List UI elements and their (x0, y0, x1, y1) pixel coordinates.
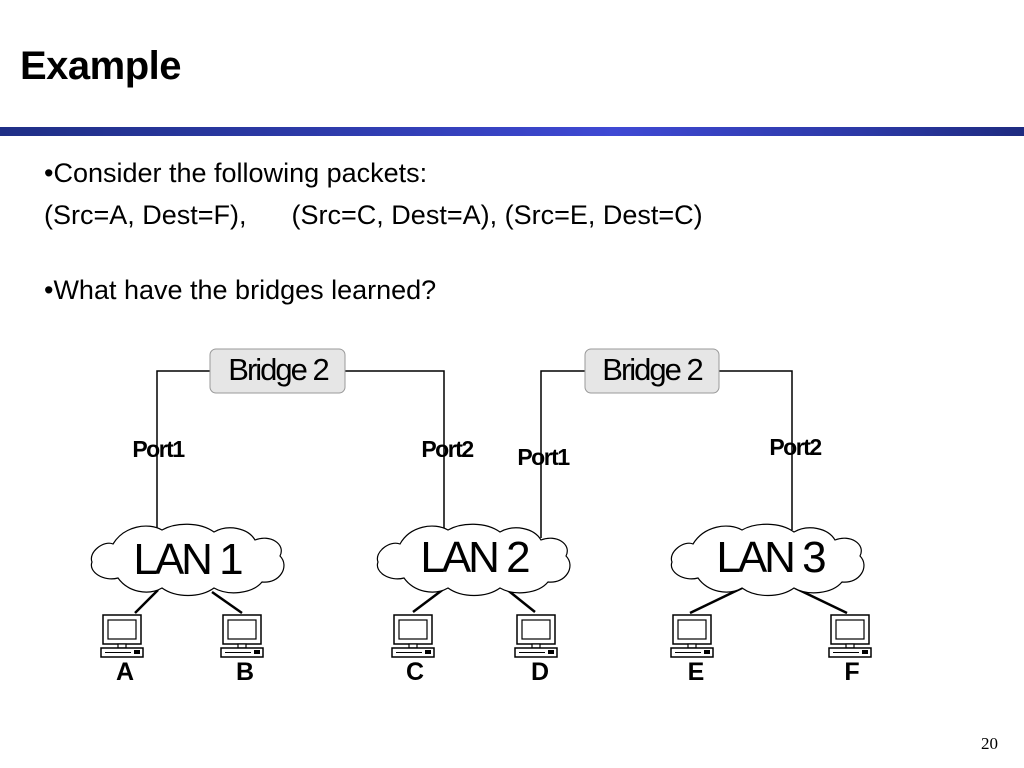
bridge-2: Bridge 2 (584, 348, 720, 394)
host-label-f: F (844, 658, 859, 686)
host-label-c: C (406, 658, 424, 686)
lan-3-cloud: LAN 3 (670, 523, 865, 597)
host-label-a: A (116, 658, 134, 686)
slide-title: Example (20, 44, 182, 88)
host-label-b: B (236, 658, 254, 686)
bridge1-port2-label: Port2 (421, 436, 473, 462)
computer-icon-a (100, 614, 144, 658)
lan-2-cloud: LAN 2 (376, 523, 571, 597)
host-label-e: E (688, 658, 705, 686)
bridge2-port2-label: Port2 (769, 434, 821, 460)
lan-1-cloud: LAN 1 (90, 523, 285, 597)
computer-icon-d (514, 614, 558, 658)
computer-icon-b (220, 614, 264, 658)
packets-line: (Src=A, Dest=F), (Src=C, Dest=A), (Src=E… (44, 200, 703, 230)
title-rule (0, 127, 1024, 136)
computer-icon-c (391, 614, 435, 658)
computer-icon-f (828, 614, 872, 658)
bridge2-port1-label: Port1 (517, 444, 570, 470)
lan-1-label: LAN 1 (133, 535, 242, 584)
bridge2-links (540, 370, 793, 538)
bridge-1-label: Bridge 2 (228, 352, 328, 387)
host-label-d: D (531, 658, 549, 686)
bullet-consider: •Consider the following packets: (44, 158, 428, 188)
page-number: 20 (981, 734, 998, 753)
bridge-2-label: Bridge 2 (602, 352, 702, 387)
bridge-1: Bridge 2 (209, 348, 346, 394)
computer-icon-e (670, 614, 714, 658)
lan-3-label: LAN 3 (716, 533, 825, 582)
bridge1-links (156, 370, 445, 530)
bridge1-port1-label: Port1 (132, 436, 185, 462)
lan-2-label: LAN 2 (420, 533, 529, 582)
bullet-question: •What have the bridges learned? (44, 275, 437, 305)
